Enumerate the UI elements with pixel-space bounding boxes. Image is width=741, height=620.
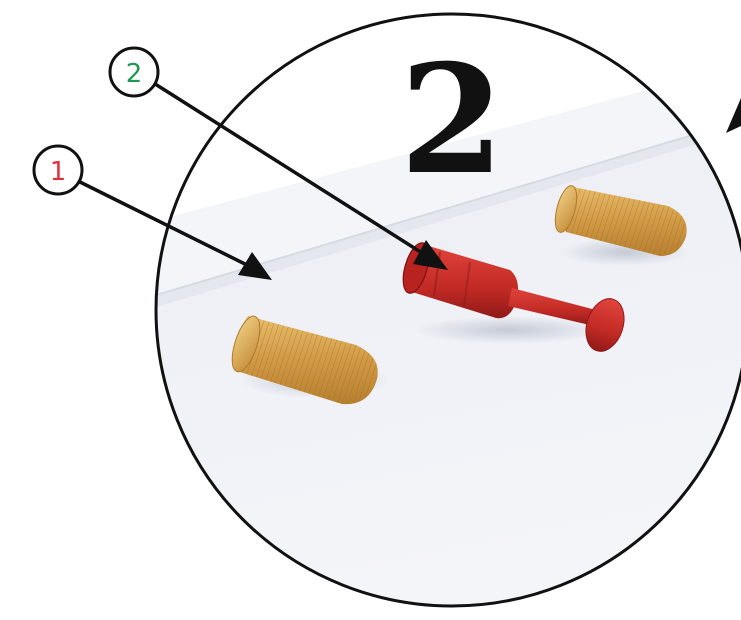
callout-1-label: 1: [50, 157, 67, 187]
callout-1-circle: [32, 144, 84, 196]
callout-2-label: 2: [126, 59, 143, 89]
callout-2: 2: [108, 46, 448, 270]
continuation-arrow-icon: [726, 98, 741, 133]
wooden-dowel-left: [231, 315, 390, 405]
callout-1-leader-line: [79, 180, 254, 270]
zoom-circle-outline: [154, 12, 741, 608]
step-number: 2: [400, 32, 504, 208]
callout-2-arrowhead-icon: [413, 240, 448, 270]
panel-edge-shadow: [156, 115, 741, 312]
callout-2-leader-line: [151, 80, 431, 260]
wooden-dowel-right: [554, 185, 690, 266]
callout-1: 1: [32, 144, 272, 280]
callout-1-arrowhead-icon: [238, 252, 272, 280]
panel-top-edge: [156, 60, 741, 300]
callout-2-circle: [108, 46, 160, 98]
